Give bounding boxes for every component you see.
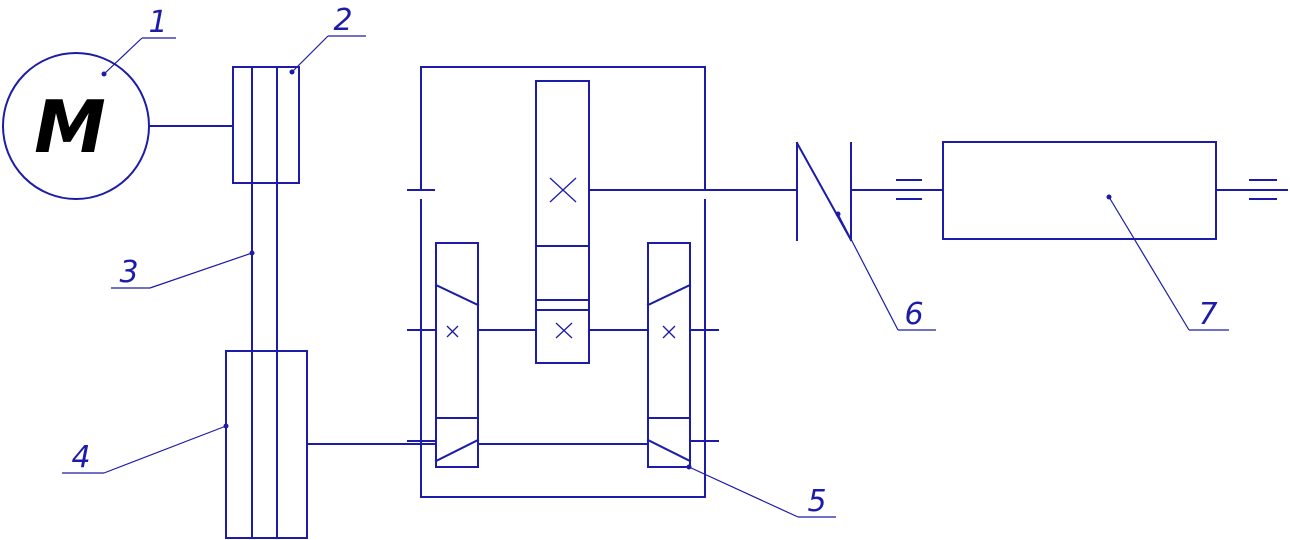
- callout-5: 5: [686, 464, 836, 519]
- callout-7: 7: [1106, 194, 1229, 332]
- callout-2: 2: [289, 3, 366, 75]
- callout-6: 6: [835, 211, 936, 332]
- callout-label: 5: [807, 484, 826, 519]
- housing-top: [420, 66, 706, 191]
- motor: M: [2, 52, 150, 200]
- left-gear-stack: [434, 242, 480, 468]
- callout-label: 3: [119, 255, 138, 290]
- callout-1: 1: [101, 5, 176, 77]
- callout-3: 3: [111, 250, 255, 290]
- callout-label: 7: [1198, 297, 1217, 332]
- small-pulley: [232, 66, 300, 184]
- large-pulley: [225, 350, 308, 539]
- housing-bottom: [420, 199, 706, 498]
- callout-label: 6: [904, 297, 923, 332]
- drum: [942, 141, 1217, 240]
- callout-label: 2: [333, 3, 352, 38]
- right-gear-stack: [646, 242, 692, 468]
- callout-4: 4: [62, 423, 229, 475]
- central-gear: [535, 80, 590, 364]
- callout-label: 1: [148, 5, 167, 40]
- gearbox: [407, 66, 719, 498]
- callout-label: 4: [71, 440, 90, 475]
- motor-letter: M: [34, 85, 106, 169]
- belt-drive: [251, 182, 278, 352]
- coupling: [795, 141, 853, 242]
